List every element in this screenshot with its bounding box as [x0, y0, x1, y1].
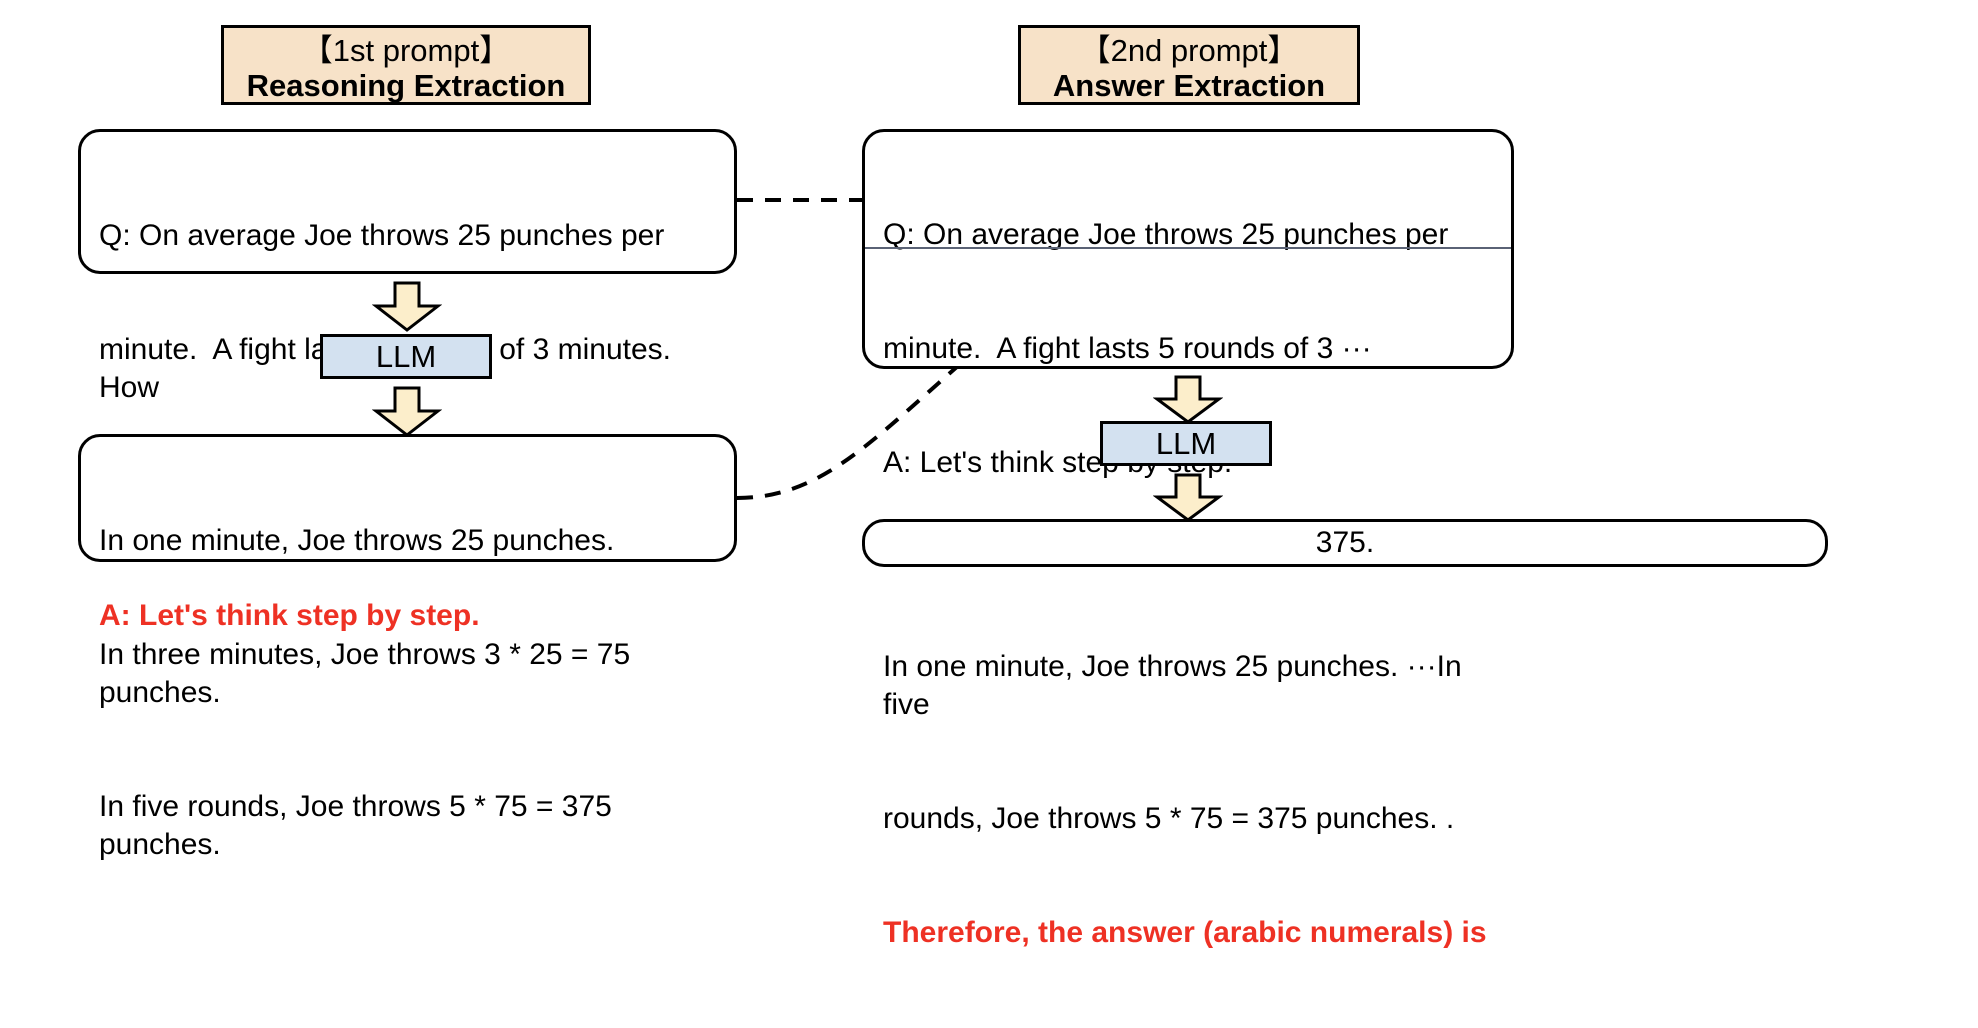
left-output-line-2: In three minutes, Joe throws 3 * 25 = 75… [99, 638, 639, 709]
final-answer-box: 375. [862, 519, 1828, 567]
right-llm-label: LLM [1155, 426, 1217, 461]
left-prompt-box: Q: On average Joe throws 25 punches per … [78, 129, 737, 632]
right-prompt-box-divider [865, 247, 1511, 249]
final-answer-text: 375. [1315, 526, 1375, 559]
down-arrow-icon [1153, 375, 1223, 424]
left-output-box-text: In one minute, Joe throws 25 punches. In… [81, 437, 734, 940]
header-second-prompt-title: 【2nd prompt】 [1079, 33, 1299, 68]
right-prompt-box: Q: On average Joe throws 25 punches per … [862, 129, 1514, 949]
left-output-line-3: In five rounds, Joe throws 5 * 75 = 375 … [99, 790, 621, 861]
right-prompt-line-1: Q: On average Joe throws 25 punches per [883, 218, 1449, 251]
header-first-prompt-title: 【1st prompt】 [301, 33, 511, 68]
right-prompt-line-2: minute. A fight lasts 5 rounds of 3 ··· [883, 332, 1372, 365]
left-prompt-trigger-line: A: Let's think step by step. [99, 599, 480, 632]
right-prompt-box-bottom-text: In one minute, Joe throws 25 punches. ··… [865, 558, 1511, 1028]
diagram-canvas: 【1st prompt】 Reasoning Extraction Q: On … [78, 25, 1828, 949]
right-reasoning-line-2: rounds, Joe throws 5 * 75 = 375 punches.… [883, 802, 1455, 835]
left-output-box: In one minute, Joe throws 25 punches. In… [78, 434, 737, 861]
header-second-prompt-subtitle: Answer Extraction [1052, 67, 1326, 103]
right-llm-box: LLM [1100, 421, 1272, 466]
left-prompt-line-1: Q: On average Joe throws 25 punches per [99, 219, 665, 252]
down-arrow-icon [1153, 473, 1223, 522]
header-first-prompt: 【1st prompt】 Reasoning Extraction [221, 25, 591, 105]
right-answer-trigger-line: Therefore, the answer (arabic numerals) … [883, 916, 1487, 949]
right-reasoning-line-1: In one minute, Joe throws 25 punches. ··… [883, 650, 1470, 721]
left-output-line-1: In one minute, Joe throws 25 punches. [99, 524, 615, 557]
header-first-prompt-subtitle: Reasoning Extraction [246, 67, 566, 103]
down-arrow-icon [372, 281, 442, 332]
left-llm-box: LLM [320, 334, 492, 379]
left-llm-label: LLM [375, 339, 437, 374]
header-second-prompt: 【2nd prompt】 Answer Extraction [1018, 25, 1360, 105]
down-arrow-icon [372, 386, 442, 437]
